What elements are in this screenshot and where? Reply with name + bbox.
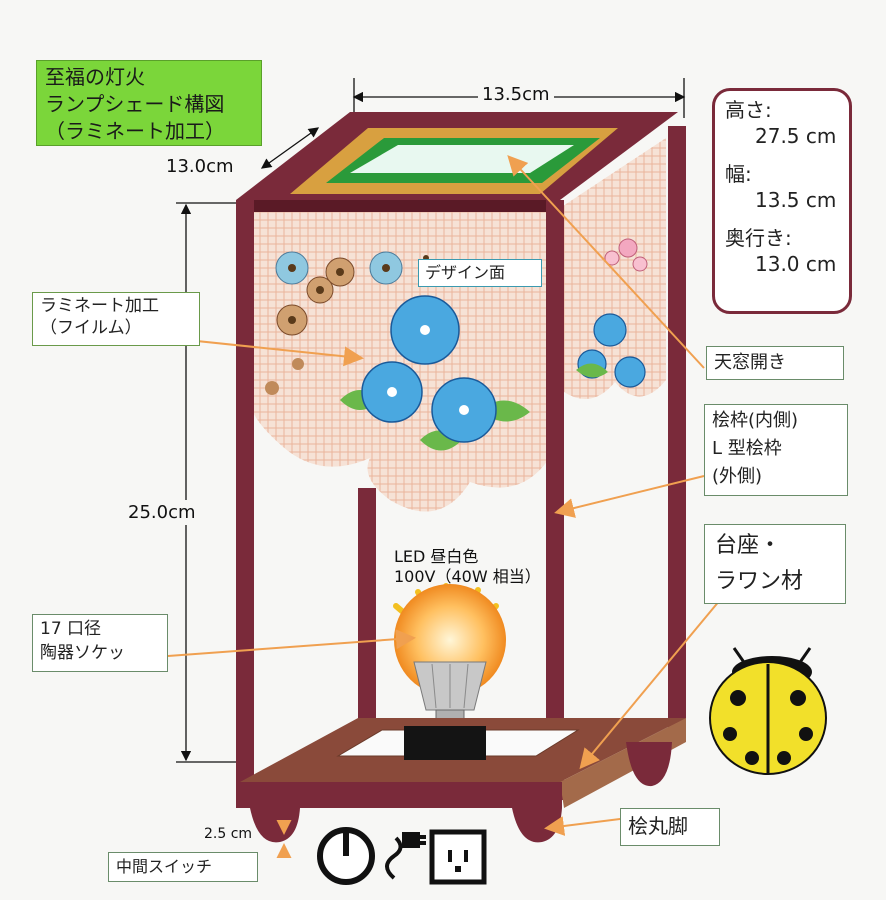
base-label-line-1: 台座・ — [715, 533, 782, 558]
title-line-3: （ラミネート加工） — [45, 119, 225, 143]
laminate-label: ラミネート加工 （フイルム） — [32, 292, 200, 346]
power-icon — [317, 827, 375, 885]
base-label-line-2: ラワン材 — [715, 569, 804, 594]
width-label: 幅: — [725, 162, 752, 186]
callout-arrows — [167, 155, 721, 836]
switch-label: 中間スイッチ — [108, 852, 258, 882]
frame-label: 桧枠(内側) L 型桧枠 (外側) — [704, 404, 848, 496]
top-width-label: 13.5cm — [478, 84, 554, 105]
base-label: 台座・ ラワン材 — [704, 524, 846, 604]
legs-label: 桧丸脚 — [620, 808, 720, 846]
back-posts — [358, 126, 686, 742]
led-label: LED 昼白色 100V（40W 相当） — [394, 547, 541, 587]
led-label-line-2: 100V（40W 相当） — [394, 567, 541, 586]
depth-value: 13.0 cm — [755, 252, 837, 276]
height-value: 27.5 cm — [755, 124, 837, 148]
title-line-1: 至福の灯火 — [45, 65, 145, 89]
ladybug-icon — [709, 647, 827, 775]
socket-label: 17 口径 陶器ソケッ — [32, 614, 168, 672]
frame-label-line-3: (外側) — [712, 466, 763, 487]
title-line-2: ランプシェード構図 — [45, 92, 225, 116]
top-depth-label: 13.0cm — [166, 156, 234, 177]
foot-height-label: 2.5 cm — [204, 826, 253, 842]
led-bulb — [393, 583, 506, 741]
depth-label: 奥行き: — [725, 226, 792, 250]
led-label-line-1: LED 昼白色 — [394, 547, 479, 566]
outlet-icon — [429, 829, 487, 885]
socket-label-line-1: 17 口径 — [40, 619, 102, 639]
laminate-label-line-2: （フイルム） — [40, 318, 142, 338]
skylight-label: 天窓開き — [706, 346, 844, 380]
width-value: 13.5 cm — [755, 188, 837, 212]
socket-label-line-2: 陶器ソケッ — [40, 643, 125, 663]
laminate-label-line-1: ラミネート加工 — [40, 296, 159, 316]
side-flower-artwork — [576, 238, 648, 388]
frame-label-line-1: 桧枠(内側) — [712, 410, 799, 431]
diagram-title: 至福の灯火 ランプシェード構図 （ラミネート加工） — [36, 60, 262, 146]
spec-box: 高さ: 27.5 cm 幅: 13.5 cm 奥行き: 13.0 cm — [712, 88, 852, 314]
lamp-base — [236, 718, 686, 843]
height-label: 高さ: — [725, 98, 772, 122]
design-face-label: デザイン面 — [418, 259, 542, 287]
plug-icon — [385, 832, 426, 880]
flower-artwork — [265, 251, 530, 451]
frame-label-line-2: L 型桧枠 — [712, 438, 782, 459]
body-height-label: 25.0cm — [126, 500, 198, 525]
